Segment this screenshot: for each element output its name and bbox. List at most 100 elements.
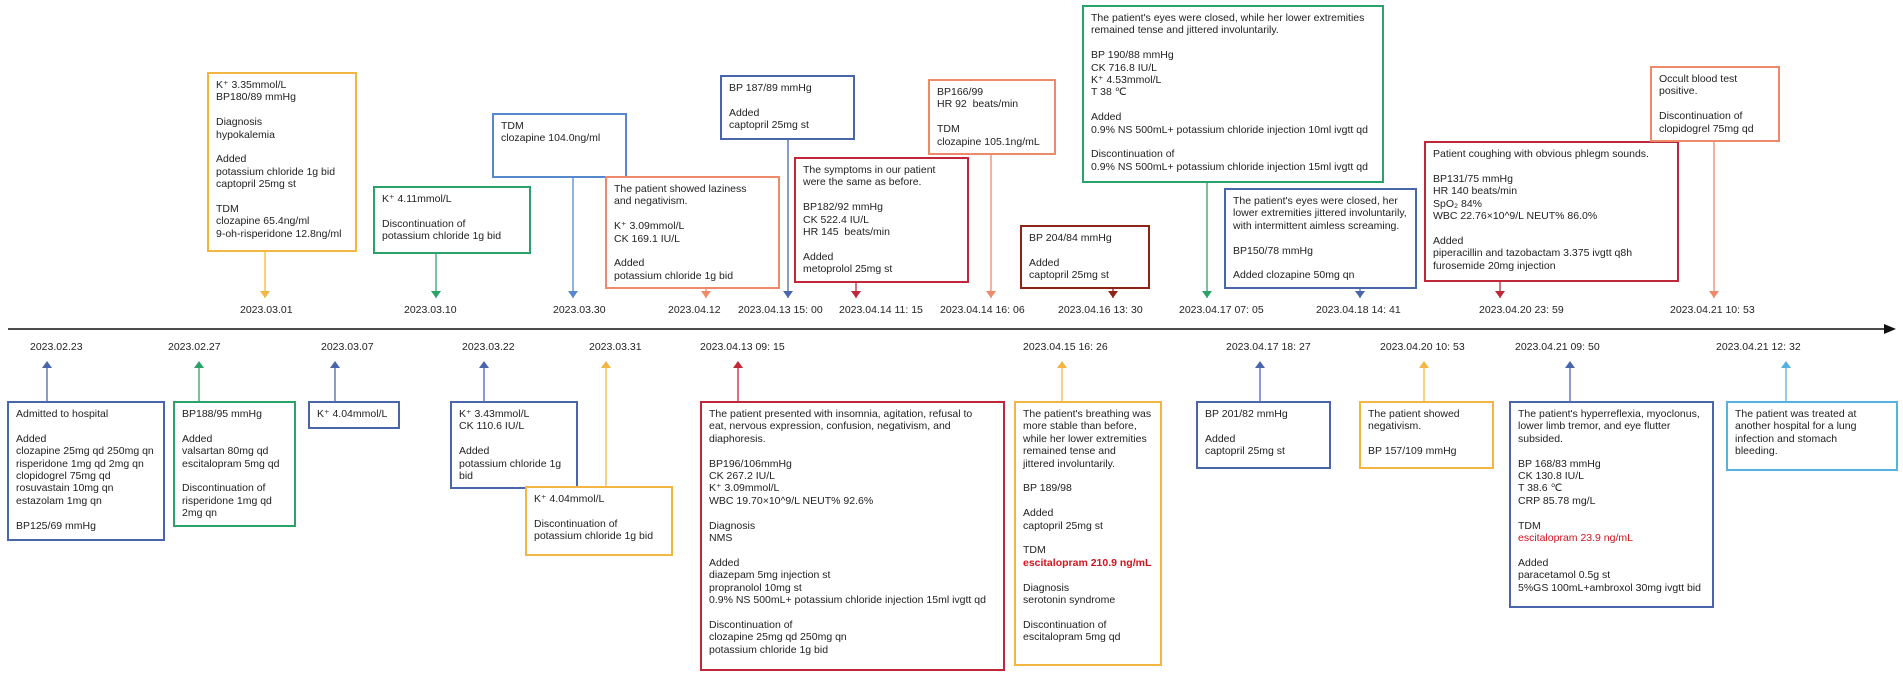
event-text-line: [1368, 433, 1485, 445]
event-text-line: propranolol 10mg st: [709, 581, 802, 594]
event-text-line: The patient showed laziness: [614, 183, 747, 195]
top-event-date: 2023.04.18 14: 41: [1316, 304, 1401, 316]
event-text-line: captopril 25mg st: [216, 178, 296, 191]
event-text-line: subsided.: [1518, 432, 1563, 445]
event-text-line: [1659, 98, 1771, 110]
event-text-line: Added: [182, 432, 213, 445]
event-text-line: BP 168/83 mmHg: [1518, 457, 1601, 470]
event-text-line: The patient presented with insomnia, agi…: [709, 408, 973, 420]
bottom-event-arrowhead: [479, 361, 489, 368]
event-text-line: piperacillin and tazobactam 3.375 ivgtt …: [1433, 247, 1633, 260]
bottom-event-box: K⁺ 4.04mmol/L: [308, 401, 400, 429]
event-text-line: Admitted to hospital: [16, 408, 109, 420]
top-event-box: Occult blood test positive. Discontinuat…: [1650, 66, 1780, 143]
event-text-line: estazolam 1mg qn: [16, 494, 102, 507]
event-text-line: The patient showed: [1368, 408, 1460, 420]
event-text-line: Added: [729, 106, 760, 119]
event-text-line: CK 716.8 IU/L: [1091, 61, 1157, 74]
event-text-line: escitalopram 23.9 ng/mL: [1518, 532, 1633, 545]
event-text-line: [614, 208, 771, 220]
bottom-event-date: 2023.02.27: [168, 341, 221, 353]
top-event-arrowhead: [986, 291, 996, 298]
top-event-arrowhead: [1495, 291, 1505, 298]
event-text-line: Discontinuation of: [182, 482, 266, 495]
bottom-event-date: 2023.03.07: [321, 341, 374, 353]
event-text-line: 0.9% NS 500mL+ potassium chloride inject…: [1091, 160, 1368, 173]
event-text-line: remained tense and jittered involuntaril…: [1091, 24, 1279, 37]
event-text-line: Added: [216, 153, 247, 166]
top-event-date: 2023.04.13 15: 00: [738, 304, 823, 316]
event-text-line: [1205, 420, 1322, 432]
event-text-line: [534, 505, 664, 517]
event-text-line: infection and stomach: [1735, 432, 1838, 445]
bottom-event-arrowhead: [1419, 361, 1429, 368]
event-text-line: TDM: [937, 123, 960, 136]
event-text-line: [1029, 244, 1141, 256]
bottom-event-box: The patient presented with insomnia, agi…: [700, 401, 1005, 671]
event-text-line: captopril 25mg st: [1029, 269, 1109, 282]
event-text-line: [1023, 470, 1153, 482]
event-text-line: Discontinuation of: [1023, 618, 1107, 631]
event-text-line: diazepam 5mg injection st: [709, 569, 831, 582]
event-text-line: BP180/89 mmHg: [216, 91, 296, 104]
event-text-line: [1518, 445, 1705, 457]
event-text-line: and negativism.: [614, 195, 688, 208]
event-text-line: TDM: [1023, 544, 1046, 557]
event-text-line: potassium chloride 1g bid: [709, 643, 829, 656]
event-text-line: [709, 544, 996, 556]
event-text-line: Discontinuation of: [382, 217, 466, 230]
event-text-line: potassium chloride 1g bid: [614, 269, 734, 282]
bottom-event-box: The patient's hyperreflexia, myoclonus,l…: [1509, 401, 1714, 608]
top-event-date: 2023.04.12: [668, 304, 721, 316]
event-text-line: lower limb tremor, and eye flutter: [1518, 420, 1671, 433]
event-text-line: Added clozapine 50mg qn: [1233, 269, 1355, 282]
top-event-date: 2023.04.14 16: 06: [940, 304, 1025, 316]
top-event-date: 2023.04.14 11: 15: [839, 304, 923, 316]
event-text-line: clopidogrel 75mg qd: [1659, 122, 1754, 135]
event-text-line: [614, 245, 771, 257]
event-text-line: Added: [1029, 256, 1060, 269]
top-event-box: The patient's eyes were closed, while he…: [1082, 5, 1384, 183]
event-text-line: [709, 507, 996, 519]
event-text-line: CRP 85.78 mg/L: [1518, 494, 1596, 507]
top-event-arrowhead: [851, 291, 861, 298]
event-text-line: Added: [1518, 556, 1549, 569]
event-text-line: K⁺ 3.35mmol/L: [216, 79, 287, 91]
event-text-line: furosemide 20mg injection: [1433, 259, 1556, 272]
event-text-line: Added: [709, 556, 740, 569]
event-text-line: K⁺ 3.09mmol/L: [614, 220, 685, 233]
event-text-line: [729, 94, 846, 106]
event-text-line: valsartan 80mg qd: [182, 445, 269, 458]
event-text-line: 2mg qn: [182, 507, 218, 520]
event-text-line: CK 110.6 IU/L: [459, 420, 525, 433]
event-text-line: Occult blood test positive.: [1659, 73, 1741, 98]
event-text-line: clopidogrel 75mg qd: [16, 470, 111, 483]
top-event-arrowhead: [1108, 291, 1118, 298]
top-event-date: 2023.04.20 23: 59: [1479, 304, 1564, 316]
event-text-line: [803, 189, 960, 201]
event-text-line: [709, 445, 996, 457]
event-text-line: [1023, 607, 1153, 619]
event-text-line: The patient's breathing was: [1023, 408, 1152, 420]
event-text-line: CK 169.1 IU/L: [614, 232, 680, 245]
event-text-line: BP131/75 mmHg: [1433, 172, 1513, 185]
top-event-arrowhead: [1355, 291, 1365, 298]
event-text-line: risperidone 1mg qd: [182, 494, 272, 507]
event-text-line: 0.9% NS 500mL+ potassium chloride inject…: [709, 594, 986, 607]
top-event-date: 2023.04.21 10: 53: [1670, 304, 1755, 316]
event-text-line: Added: [1205, 432, 1236, 445]
event-text-line: K⁺ 4.11mmol/L: [382, 193, 452, 205]
event-text-line: WBC 19.70×10^9/L NEUT% 92.6%: [709, 494, 874, 507]
event-text-line: [1518, 544, 1705, 556]
event-text-line: diaphoresis.: [709, 432, 766, 445]
event-text-line: were the same as before.: [803, 176, 922, 189]
event-text-line: K⁺ 3.09mmol/L: [709, 482, 780, 495]
